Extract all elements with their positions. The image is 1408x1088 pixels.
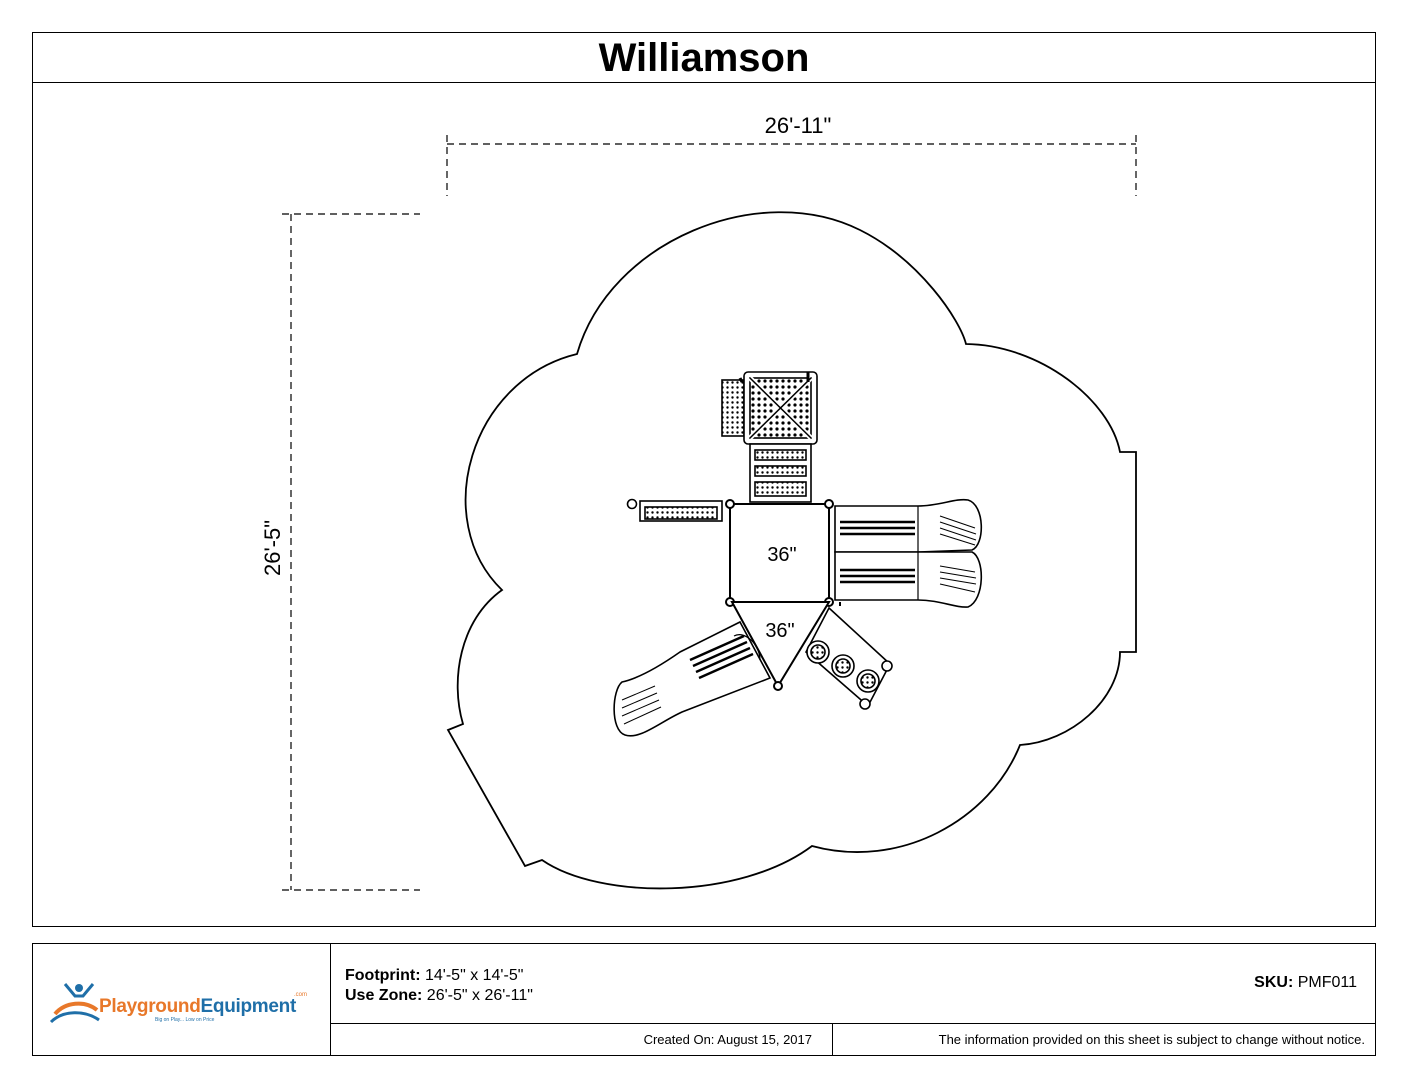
sku: SKU: PMF011 [1254,974,1357,992]
step-pods [804,606,893,710]
logo-cell: PlaygroundEquipment .com Big on Play... … [33,944,331,1055]
logo-mark-icon [49,983,100,1024]
side-panel-left [626,498,723,522]
width-dimension-label: 26'-11" [765,113,832,138]
logo-tagline: Big on Play... Low on Price [155,1017,215,1023]
drawing-frame: Williamson [32,32,1376,927]
footprint-value: 14'-5" x 14'-5" [424,967,524,984]
depth-dimension-label: 26'-5" [260,520,285,576]
square-deck-label: 36" [767,544,796,566]
sku-label: SKU: [1254,974,1294,991]
use-zone-label: Use Zone: [345,987,423,1004]
logo-word-playground: Playground [99,996,201,1017]
title-block: PlaygroundEquipment .com Big on Play... … [32,943,1376,1056]
page-title: Williamson [598,35,810,80]
sku-value: PMF011 [1297,974,1357,991]
footprint-label: Footprint: [345,967,421,984]
title-bar: Williamson [33,33,1375,83]
square-deck [725,499,834,607]
use-zone-outline [446,211,1137,890]
footprint-line: Footprint: 14'-5" x 14'-5" [345,966,533,986]
climber-tower [721,371,818,503]
specs: Footprint: 14'-5" x 14'-5" Use Zone: 26'… [345,966,533,1006]
slide-lower-left [613,620,772,737]
depth-dimension [282,213,420,891]
width-dimension [446,135,1137,196]
triangle-deck-label: 36" [765,620,794,642]
use-zone-value: 26'-5" x 26'-11" [426,987,533,1004]
logo-wordmark: PlaygroundEquipment [99,996,296,1018]
info-cell: Footprint: 14'-5" x 14'-5" Use Zone: 26'… [331,944,1375,1024]
use-zone-line: Use Zone: 26'-5" x 26'-11" [345,986,533,1006]
created-on: Created On: August 15, 2017 [331,1024,833,1055]
disclaimer-notice: The information provided on this sheet i… [938,1032,1365,1047]
logo-suffix: .com [294,992,308,998]
site-plan-drawing: 26'-11" 26'-5" 36" [260,113,1137,891]
logo-word-equipment: Equipment [200,996,297,1017]
double-slide-right [834,498,983,608]
